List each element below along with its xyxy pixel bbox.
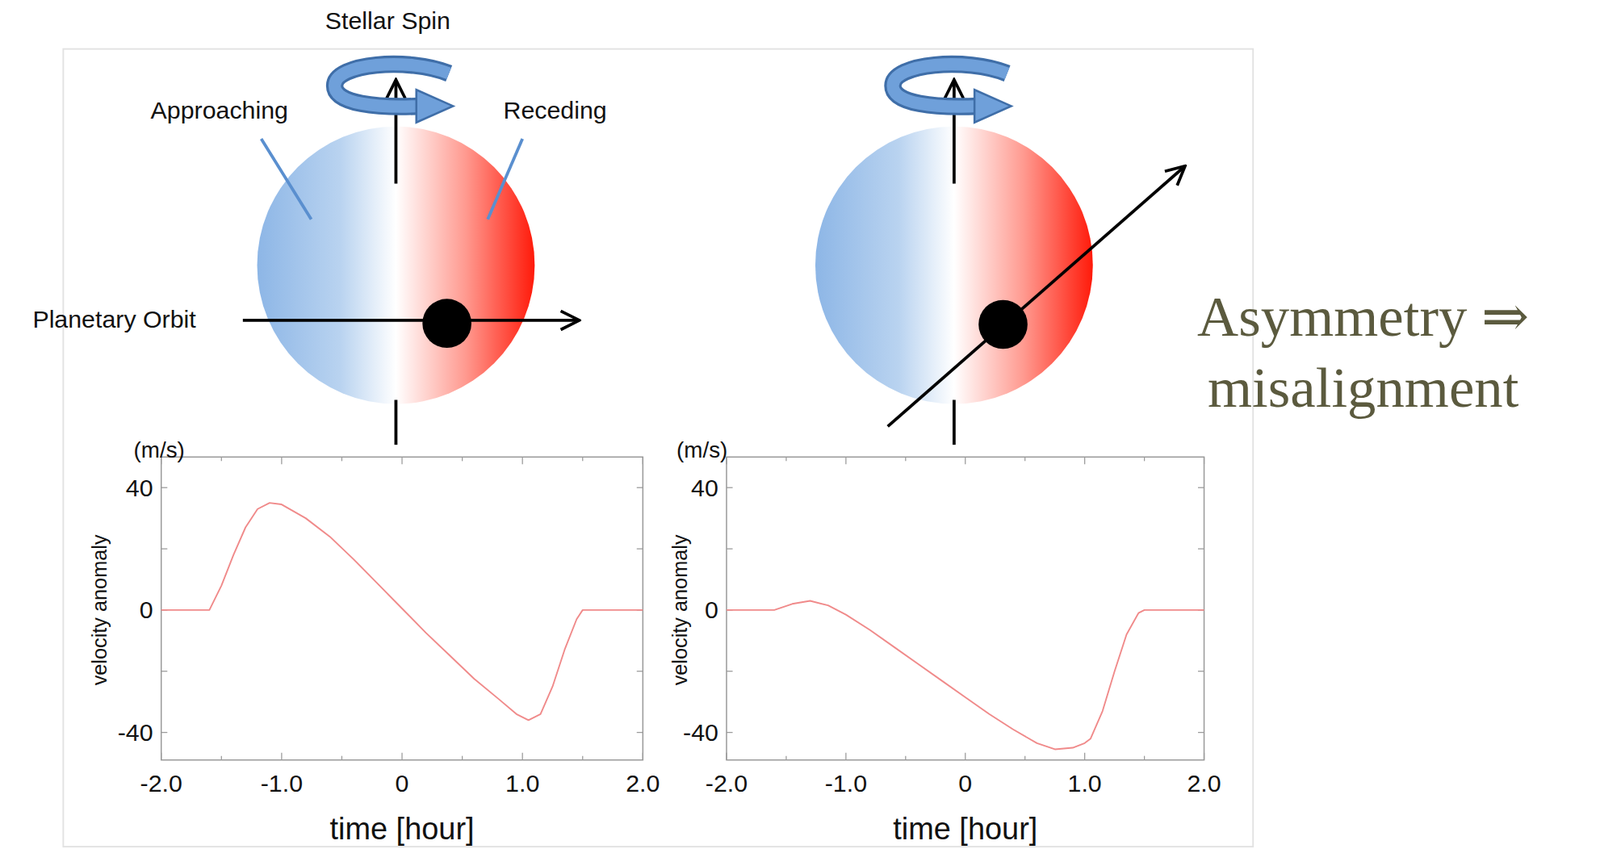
conclusion-note: Asymmetry ⇒ misalignment [1139, 280, 1588, 424]
plot-frame [726, 456, 1205, 760]
tick [1203, 753, 1205, 761]
tick [522, 456, 524, 465]
tick-label: 0 [139, 595, 154, 625]
axis-title: velocity anomaly [669, 534, 693, 686]
tick [160, 753, 162, 761]
axis-unit: (m/s) [676, 436, 728, 463]
tick [280, 456, 282, 465]
tick [582, 756, 583, 761]
leader-line [261, 138, 312, 220]
tick [1143, 756, 1145, 761]
tick [845, 753, 847, 761]
tick [726, 732, 733, 733]
tick [161, 670, 168, 672]
tick-label: -1.0 [825, 769, 868, 798]
tick-label: 40 [691, 473, 719, 503]
tick-label: -40 [117, 718, 154, 747]
tick [1084, 456, 1085, 465]
tick [1197, 487, 1205, 489]
tick [1203, 456, 1205, 465]
region-label: Approaching [150, 96, 289, 125]
tick-label: -2.0 [705, 769, 748, 798]
tick [904, 456, 906, 461]
plot-frame [161, 456, 644, 760]
axis-title: time [hour] [329, 812, 474, 848]
tick [341, 756, 343, 761]
axis-unit: (m/s) [134, 436, 185, 463]
tick [904, 756, 906, 761]
tick-label: 1.0 [1068, 769, 1102, 798]
tick [642, 456, 644, 465]
tick [221, 756, 222, 761]
spin-axis [394, 81, 398, 184]
tick [401, 456, 403, 465]
tick [1024, 456, 1026, 461]
tick [726, 670, 733, 672]
spin-axis [394, 400, 398, 446]
tick [1143, 456, 1145, 461]
tick-label: 0 [704, 595, 719, 625]
tick [221, 456, 222, 461]
tick-label: -2.0 [140, 769, 183, 798]
tick-label: -1.0 [260, 769, 303, 798]
tick [964, 456, 966, 465]
panel-heading: Stellar Spin [325, 6, 451, 35]
star-misaligned [815, 64, 1184, 446]
tick [726, 548, 733, 549]
tick-label: 0 [395, 769, 410, 798]
tick [636, 732, 644, 733]
tick [1084, 753, 1085, 761]
tick [461, 456, 463, 461]
tick [1197, 732, 1205, 733]
tick [785, 756, 787, 761]
tick [785, 456, 787, 461]
rv-curve [726, 601, 1205, 750]
tick-label: 0 [958, 769, 972, 798]
tick [636, 487, 644, 489]
planet-orbit [887, 167, 1185, 427]
planet [978, 300, 1028, 350]
tick [461, 756, 463, 761]
tick-label: -40 [682, 718, 719, 747]
tick [964, 753, 966, 761]
axis-title: velocity anomaly [87, 534, 112, 686]
rv-curve [161, 502, 644, 721]
panel-frame [62, 49, 1253, 847]
tick-label: 2.0 [625, 769, 660, 798]
tick [1024, 756, 1026, 761]
tick [280, 753, 282, 761]
planet [422, 298, 472, 348]
tick [636, 670, 644, 672]
tick [642, 753, 644, 761]
tick [401, 753, 403, 761]
spin-axis [952, 400, 956, 446]
tick [725, 753, 727, 761]
tick [161, 732, 168, 733]
tick [522, 753, 524, 761]
leader-line [487, 138, 523, 220]
spin-arrowhead [974, 89, 1012, 122]
tick [582, 456, 583, 461]
tick [636, 548, 644, 549]
tick-label: 1.0 [505, 769, 540, 798]
tick [1197, 548, 1205, 549]
spin-arrowhead [416, 89, 454, 122]
spin-axis [952, 81, 956, 184]
tick [726, 487, 733, 489]
tick [161, 487, 168, 489]
region-label: Receding [503, 96, 608, 125]
planet-orbit [242, 318, 579, 323]
tick [161, 548, 168, 549]
tick-label: 2.0 [1186, 769, 1221, 798]
axis-title: time [hour] [892, 812, 1038, 848]
tick-label: 40 [125, 473, 154, 503]
tick [341, 456, 343, 461]
orbit-label: Planetary Orbit [32, 305, 196, 334]
tick [1197, 670, 1205, 672]
tick [845, 456, 847, 465]
